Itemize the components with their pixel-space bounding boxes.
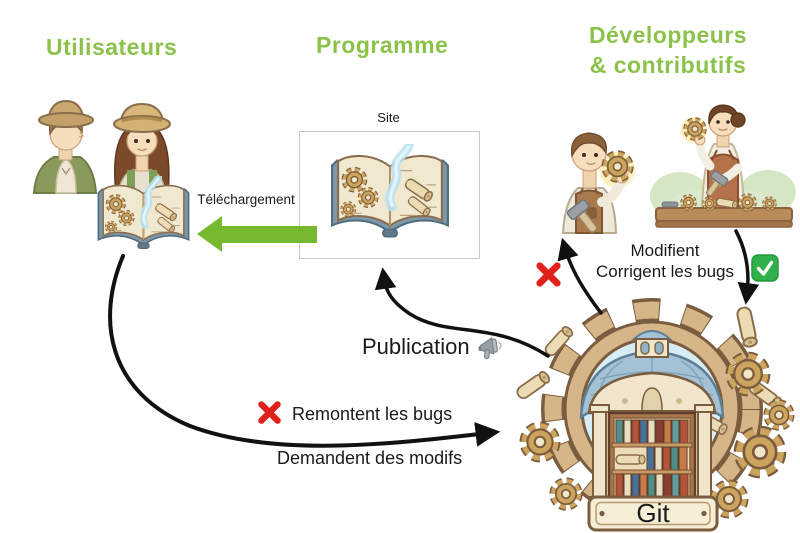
- user-program-book-illustration: [96, 176, 191, 256]
- request-mods-label: Demandent des modifs: [277, 448, 463, 468]
- site-label: Site: [377, 110, 400, 125]
- site-box: [299, 131, 480, 259]
- download-label: Téléchargement: [197, 192, 295, 207]
- users-title: Utilisateurs: [46, 34, 178, 60]
- developers-title: Développeurs & contributifs: [558, 20, 778, 80]
- git-repository-illustration: Git: [514, 298, 800, 532]
- modify-label: Modifient: [630, 241, 700, 260]
- developer-woman-illustration: [650, 104, 796, 228]
- green-check-icon: [751, 254, 779, 282]
- developers-title-line2: & contributifs: [589, 52, 747, 78]
- publication-row: Publication: [362, 334, 505, 360]
- git-nameplate: Git: [587, 495, 719, 532]
- red-cross-icon-report: [258, 401, 281, 424]
- report-bugs-label: Remontent les bugs: [292, 404, 453, 424]
- fix-bugs-label: Corrigent les bugs: [596, 262, 734, 281]
- program-title: Programme: [316, 32, 449, 58]
- modify-labels: Modifient Corrigent les bugs: [570, 240, 760, 282]
- git-label: Git: [636, 498, 670, 528]
- developers-title-line1: Développeurs: [588, 22, 748, 48]
- man-avatar: [32, 99, 98, 194]
- red-cross-icon-modify: [536, 262, 561, 287]
- megaphone-icon: [477, 336, 502, 359]
- git-library-building: [579, 330, 725, 504]
- publication-label: Publication: [362, 334, 470, 359]
- developer-boy-illustration: [561, 132, 635, 234]
- site-book-illustration: [329, 144, 451, 246]
